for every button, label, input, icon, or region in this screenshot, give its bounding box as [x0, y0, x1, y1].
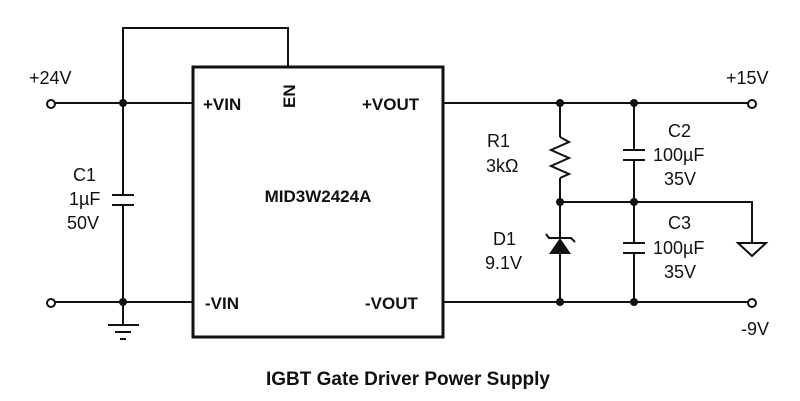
- pin-vout-pos: +VOUT: [362, 95, 420, 114]
- c2-ref: C2: [668, 121, 691, 141]
- c3-capacitor-symbol: [623, 242, 645, 254]
- c3-value: 100µF: [653, 238, 704, 258]
- c2-value: 100µF: [653, 145, 704, 165]
- c1-capacitor-symbol: [112, 194, 134, 206]
- junction-dot: [630, 198, 638, 206]
- c3-ref: C3: [668, 213, 691, 233]
- output-neg-label: -9V: [741, 319, 769, 339]
- c1-rating: 50V: [67, 213, 99, 233]
- junction-dot: [556, 99, 564, 107]
- c2-rating: 35V: [664, 169, 696, 189]
- r1-resistor-symbol: [548, 136, 572, 179]
- terminal-input-pos: [46, 99, 56, 109]
- pin-vin-pos: +VIN: [203, 95, 241, 114]
- module-box: [191, 65, 445, 339]
- r1-ref: R1: [487, 131, 510, 151]
- midpoint-wire: [560, 201, 753, 243]
- input-pos-label: +24V: [29, 68, 72, 88]
- d1-ref: D1: [493, 229, 516, 249]
- c2-capacitor-symbol: [623, 149, 645, 161]
- pin-enable: EN: [280, 84, 299, 108]
- module-part-number: MID3W2424A: [265, 187, 372, 206]
- junction-dot: [556, 298, 564, 306]
- ground-icon: [108, 324, 139, 340]
- ground-icon: [735, 242, 769, 258]
- terminal-output-neg: [747, 298, 757, 308]
- c1-value: 1µF: [69, 189, 100, 209]
- pin-vin-neg: -VIN: [205, 294, 239, 313]
- r1-value: 3kΩ: [486, 156, 518, 176]
- junction-dot: [119, 99, 127, 107]
- terminal-output-pos: [747, 99, 757, 109]
- junction-dot: [630, 298, 638, 306]
- junction-dot: [556, 198, 564, 206]
- c3-rating: 35V: [664, 262, 696, 282]
- pin-vout-neg: -VOUT: [365, 294, 419, 313]
- diagram-title: IGBT Gate Driver Power Supply: [266, 369, 550, 390]
- d1-value: 9.1V: [485, 253, 522, 273]
- zener-diode-icon: [545, 233, 576, 254]
- terminal-input-neg: [46, 298, 56, 308]
- output-pos-label: +15V: [726, 68, 769, 88]
- c1-ref: C1: [73, 165, 96, 185]
- en-wire: [122, 27, 289, 103]
- junction-dot: [630, 99, 638, 107]
- junction-dot: [119, 298, 127, 306]
